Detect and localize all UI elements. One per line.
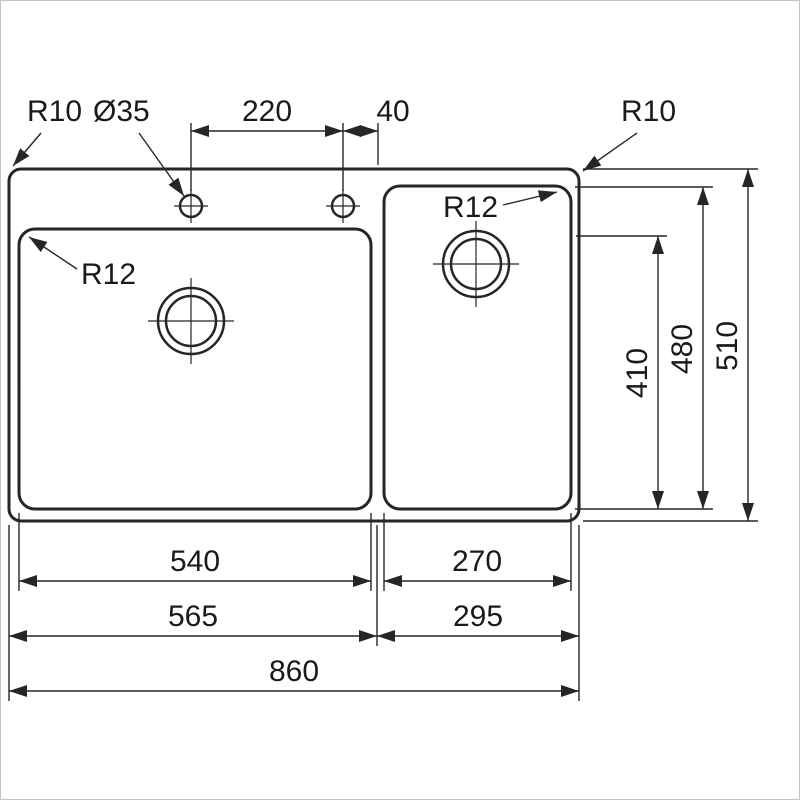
sink-body — [7, 167, 581, 523]
leader-line — [28, 236, 78, 270]
label-dim-40: 40 — [376, 95, 409, 128]
dim-left-bowl-width-540: 540 — [18, 513, 372, 591]
callout-r12-left-bowl: R12 — [28, 236, 136, 291]
label-dim-480: 480 — [666, 324, 699, 374]
label-dim-510: 510 — [711, 321, 744, 371]
label-r12-left-bowl: R12 — [81, 258, 136, 291]
dim-overall-depth-510: 510 — [583, 168, 758, 522]
label-dim-270: 270 — [452, 545, 502, 578]
callout-r10-top-left: R10 — [12, 95, 82, 167]
leader-line — [12, 132, 42, 167]
dim-left-section-565: 565 — [8, 525, 378, 701]
sink-rim-outline — [7, 167, 581, 523]
label-dim-220: 220 — [242, 95, 292, 128]
leader-line — [502, 190, 558, 206]
dim-right-bowl-width-270: 270 — [383, 513, 572, 591]
label-dim-410: 410 — [621, 348, 654, 398]
dim-faucet-spacing-220: 220 — [190, 95, 344, 191]
dim-overall-width-860: 860 — [9, 655, 579, 698]
callout-diameter-35: Ø35 — [93, 95, 185, 197]
label-r10-top-left: R10 — [27, 95, 82, 128]
faucet-hole-right — [326, 189, 360, 223]
label-diameter-35: Ø35 — [93, 95, 150, 128]
dim-right-bowl-inner-410: 410 — [575, 235, 713, 510]
label-r12-right-bowl: R12 — [443, 191, 498, 224]
label-dim-295: 295 — [453, 600, 503, 633]
leader-line — [138, 132, 185, 197]
faucet-hole-left — [174, 189, 208, 223]
callout-r10-top-right: R10 — [582, 95, 676, 172]
leader-line — [582, 132, 638, 172]
label-dim-860: 860 — [269, 655, 319, 688]
dim-faucet-offset-40: 40 — [343, 95, 410, 165]
callout-r12-right-bowl: R12 — [443, 190, 558, 224]
dim-right-section-295: 295 — [377, 525, 580, 701]
left-bowl-drain — [148, 278, 234, 364]
left-bowl-outline — [17, 227, 373, 511]
dim-right-bowl-length-480: 480 — [575, 186, 713, 509]
label-dim-565: 565 — [168, 600, 218, 633]
right-bowl-outline — [382, 184, 573, 511]
label-dim-540: 540 — [170, 545, 220, 578]
label-r10-top-right: R10 — [621, 95, 676, 128]
right-bowl-drain — [433, 221, 519, 307]
